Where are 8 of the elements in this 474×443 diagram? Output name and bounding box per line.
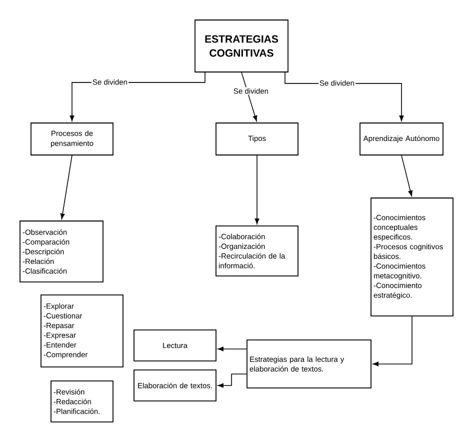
- arrow: [218, 346, 247, 352]
- arrow: [60, 155, 72, 220]
- arrow: [218, 374, 247, 388]
- arrow: [372, 316, 412, 366]
- arrow: [254, 155, 260, 224]
- title-box: ESTRATEGIAS COGNITIVAS: [194, 20, 288, 72]
- arrow: [401, 155, 413, 196]
- arrow: [241, 72, 258, 122]
